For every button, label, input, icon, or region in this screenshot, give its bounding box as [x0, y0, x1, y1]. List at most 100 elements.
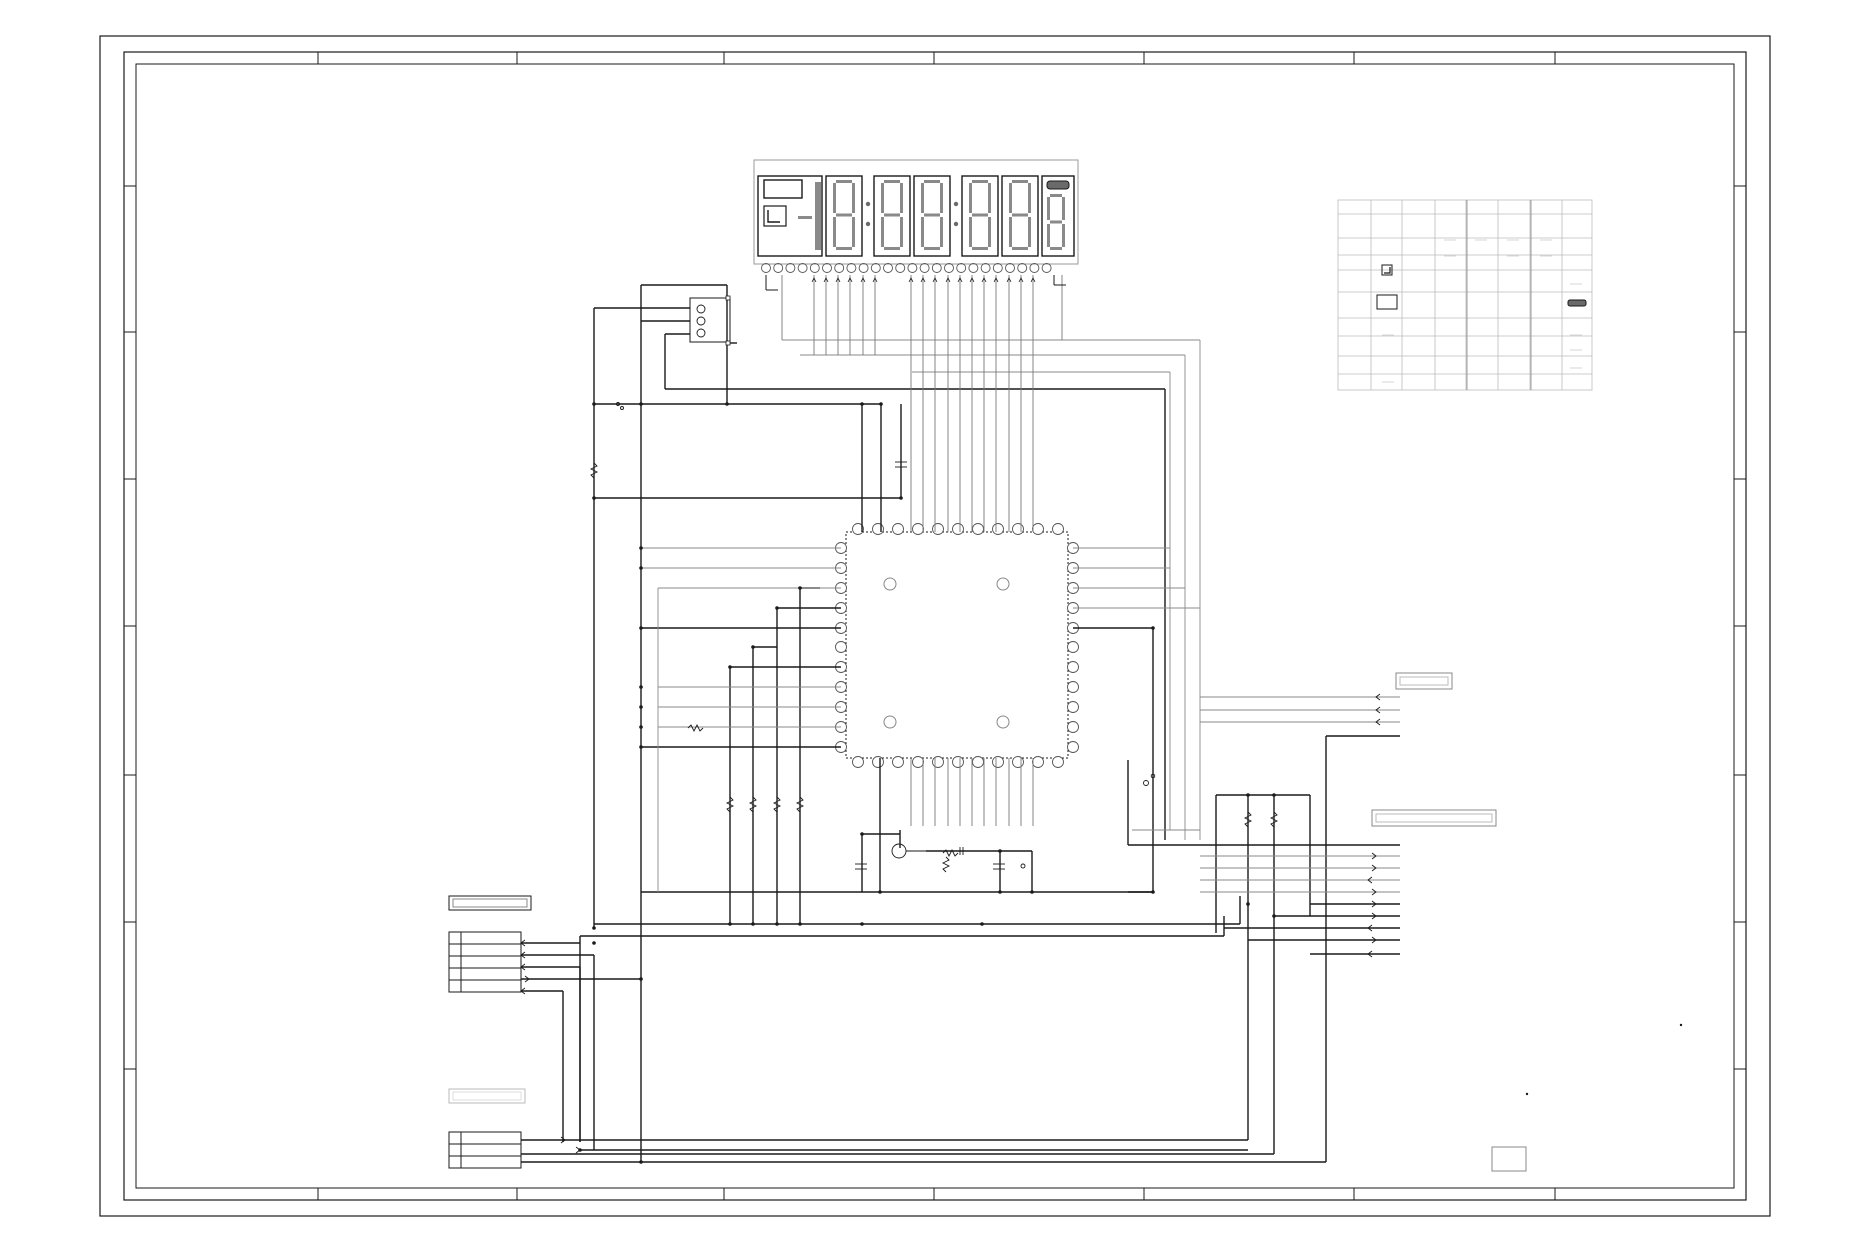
lcd-pin [834, 263, 845, 273]
signal-arrow [811, 277, 817, 283]
ic-pin [952, 756, 964, 768]
lcd-digit [881, 180, 903, 250]
ic-pin [972, 523, 984, 535]
lcd-pin [858, 263, 869, 273]
ic-pin [992, 756, 1004, 768]
wires-primary [521, 284, 1400, 1163]
ic-pin [972, 756, 984, 768]
lcd-digit [1047, 194, 1065, 250]
segment [969, 217, 972, 247]
ic-pin [932, 523, 944, 535]
lcd-pin [1041, 263, 1052, 273]
segment [900, 217, 903, 247]
ic-pin [1012, 756, 1024, 768]
junction-dots [578, 402, 1683, 1164]
lcd-pin [870, 263, 881, 273]
wires-lcd-to-ic [765, 275, 1066, 826]
lcd-seven-segment-digits [833, 180, 1065, 250]
signal-arrow [872, 277, 878, 283]
segment [921, 217, 924, 247]
segment [1028, 217, 1031, 247]
segment [1062, 197, 1065, 220]
lcd-pin [846, 263, 857, 273]
segment [1047, 197, 1050, 220]
signal-arrow [908, 277, 914, 283]
ic-pin [852, 756, 864, 768]
signal-arrow [847, 277, 853, 283]
microcontroller-ic [835, 523, 1079, 768]
segment [833, 217, 836, 247]
three-pin-connector [689, 295, 731, 346]
lcd-digit [969, 180, 991, 250]
ic-pin [1067, 681, 1079, 693]
segment [924, 247, 940, 250]
segment [836, 180, 852, 183]
ic-pin [1012, 523, 1024, 535]
segment [988, 183, 991, 213]
signal-arrow [1006, 277, 1012, 283]
ic-pin [1032, 756, 1044, 768]
ic-pins [835, 523, 1079, 768]
lcd-connector-pins [761, 263, 1052, 273]
lcd-pin [822, 263, 832, 273]
lcd-pin [809, 263, 820, 273]
ic-pin [1032, 523, 1044, 535]
ic-pin [835, 641, 847, 653]
signal-arrow [920, 277, 926, 283]
lcd-pin [761, 263, 771, 273]
segment [1050, 194, 1062, 197]
segment [1009, 217, 1012, 247]
lcd-pin [773, 263, 784, 273]
lcd-pin [797, 263, 808, 273]
ic-pin [892, 523, 904, 535]
segment [1009, 183, 1012, 213]
ic-pin [892, 756, 904, 768]
segment [988, 217, 991, 247]
segment [884, 247, 900, 250]
segment [1012, 180, 1028, 183]
lcd-pin [883, 263, 893, 273]
signal-arrow [969, 277, 975, 283]
signal-arrow [932, 277, 938, 283]
ic-pin [872, 523, 884, 535]
wires-secondary [641, 339, 1400, 893]
segment [924, 180, 940, 183]
segment [1012, 247, 1028, 250]
ic-pin [1067, 641, 1079, 653]
segment [972, 180, 988, 183]
signal-arrow [1018, 277, 1024, 283]
ic-pin [932, 756, 944, 768]
segment [852, 183, 855, 213]
lcd-digit [1009, 180, 1031, 250]
signal-arrow [823, 277, 829, 283]
segment [921, 183, 924, 213]
ic-pin [952, 523, 964, 535]
lcd-pin [980, 263, 991, 273]
lcd-pin [895, 263, 906, 273]
segment [972, 213, 988, 217]
signal-arrow [957, 277, 963, 283]
segment [924, 213, 940, 217]
lcd-pin [931, 263, 942, 273]
ic-pin [1067, 721, 1079, 733]
segment [969, 183, 972, 213]
segment [852, 217, 855, 247]
lcd-pin [907, 263, 918, 273]
segment [833, 183, 836, 213]
signal-arrow [993, 277, 999, 283]
lcd-pin [968, 263, 979, 273]
ic-pin [1067, 701, 1079, 713]
segment [972, 247, 988, 250]
ic-pin [872, 756, 884, 768]
lcd-pin [944, 263, 954, 273]
ic-pin [912, 756, 924, 768]
lcd-pin [1017, 263, 1028, 273]
frame-zone-ticks [124, 52, 1746, 1200]
lcd-pin [785, 263, 796, 273]
lcd-pin [1029, 263, 1040, 273]
connector-blocks [448, 672, 1527, 1172]
segment [1028, 183, 1031, 213]
segment [1050, 247, 1062, 250]
signal-arrow [981, 277, 987, 283]
